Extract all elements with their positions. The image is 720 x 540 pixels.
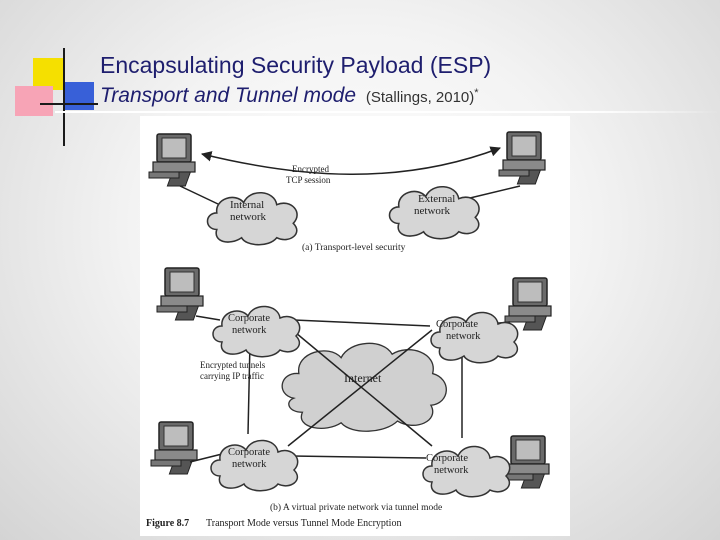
corp-tr-computer-icon bbox=[504, 277, 552, 331]
corp-tl-label-1: Corporate bbox=[228, 313, 270, 324]
corp-br-label-2: network bbox=[434, 465, 469, 476]
internal-computer-icon bbox=[148, 133, 196, 187]
slide-subtitle: Transport and Tunnel mode (Stallings, 20… bbox=[100, 84, 479, 108]
session-label-1: Encrypted bbox=[292, 164, 329, 174]
decorative-squares bbox=[15, 48, 98, 146]
corp-tl-computer-icon bbox=[156, 267, 204, 321]
internet-cloud bbox=[281, 342, 448, 433]
transport-diagram: Internal network External network Encryp… bbox=[148, 131, 546, 253]
external-link-line bbox=[469, 185, 521, 199]
corp-tr-label-2: network bbox=[446, 331, 481, 342]
tunnel-tl-tr bbox=[293, 319, 431, 327]
encrypted-session-arrow bbox=[200, 146, 501, 175]
blue-square bbox=[64, 82, 94, 110]
figure-number: Figure 8.7 bbox=[146, 518, 189, 529]
citation-text: (Stallings, 2010) bbox=[365, 89, 475, 106]
tunnels-label-2: carrying IP traffic bbox=[200, 371, 264, 381]
session-label-2: TCP session bbox=[286, 175, 331, 185]
corp-tr-label-1: Corporate bbox=[436, 319, 478, 330]
corp-bl-label-1: Corporate bbox=[228, 447, 270, 458]
external-network-label-1: External bbox=[418, 193, 455, 205]
figure-panel: Internal network External network Encryp… bbox=[140, 116, 570, 536]
internet-label: Internet bbox=[344, 371, 382, 385]
corp-tl-label-2: network bbox=[232, 325, 267, 336]
internal-link-line bbox=[179, 185, 219, 205]
internal-network-label-2: network bbox=[230, 211, 267, 223]
tunnel-diagram: Corporate network Corporate network Corp… bbox=[150, 267, 552, 513]
citation-mark: * bbox=[474, 87, 479, 99]
corp-bl-pc-link bbox=[189, 453, 223, 463]
corp-bl-computer-icon bbox=[150, 421, 198, 475]
tunnel-tr-bl bbox=[287, 329, 433, 447]
internal-network-label-1: Internal bbox=[230, 199, 264, 211]
transport-caption: (a) Transport-level security bbox=[302, 242, 406, 253]
subtitle-main: Transport and Tunnel mode bbox=[100, 84, 357, 107]
corp-br-computer-icon bbox=[502, 435, 550, 489]
figure-title: Transport Mode versus Tunnel Mode Encryp… bbox=[206, 518, 401, 529]
tunnel-bl-br bbox=[291, 455, 427, 459]
subtitle-citation: (Stallings, 2010)* bbox=[365, 87, 479, 106]
slide-title: Encapsulating Security Payload (ESP) bbox=[100, 52, 492, 78]
external-network-label-2: network bbox=[414, 205, 451, 217]
network-diagram: Internal network External network Encryp… bbox=[146, 131, 552, 529]
corp-br-label-1: Corporate bbox=[426, 453, 468, 464]
external-computer-icon bbox=[498, 131, 546, 185]
corp-tl-pc-link bbox=[195, 315, 221, 321]
tunnel-caption: (b) A virtual private network via tunnel… bbox=[270, 502, 442, 513]
tunnel-tl-bl bbox=[247, 341, 251, 435]
corp-bl-label-2: network bbox=[232, 459, 267, 470]
title-underline bbox=[55, 111, 720, 113]
yellow-square bbox=[33, 58, 63, 90]
tunnels-label-1: Encrypted tunnels bbox=[200, 360, 266, 370]
pink-square bbox=[15, 86, 53, 116]
